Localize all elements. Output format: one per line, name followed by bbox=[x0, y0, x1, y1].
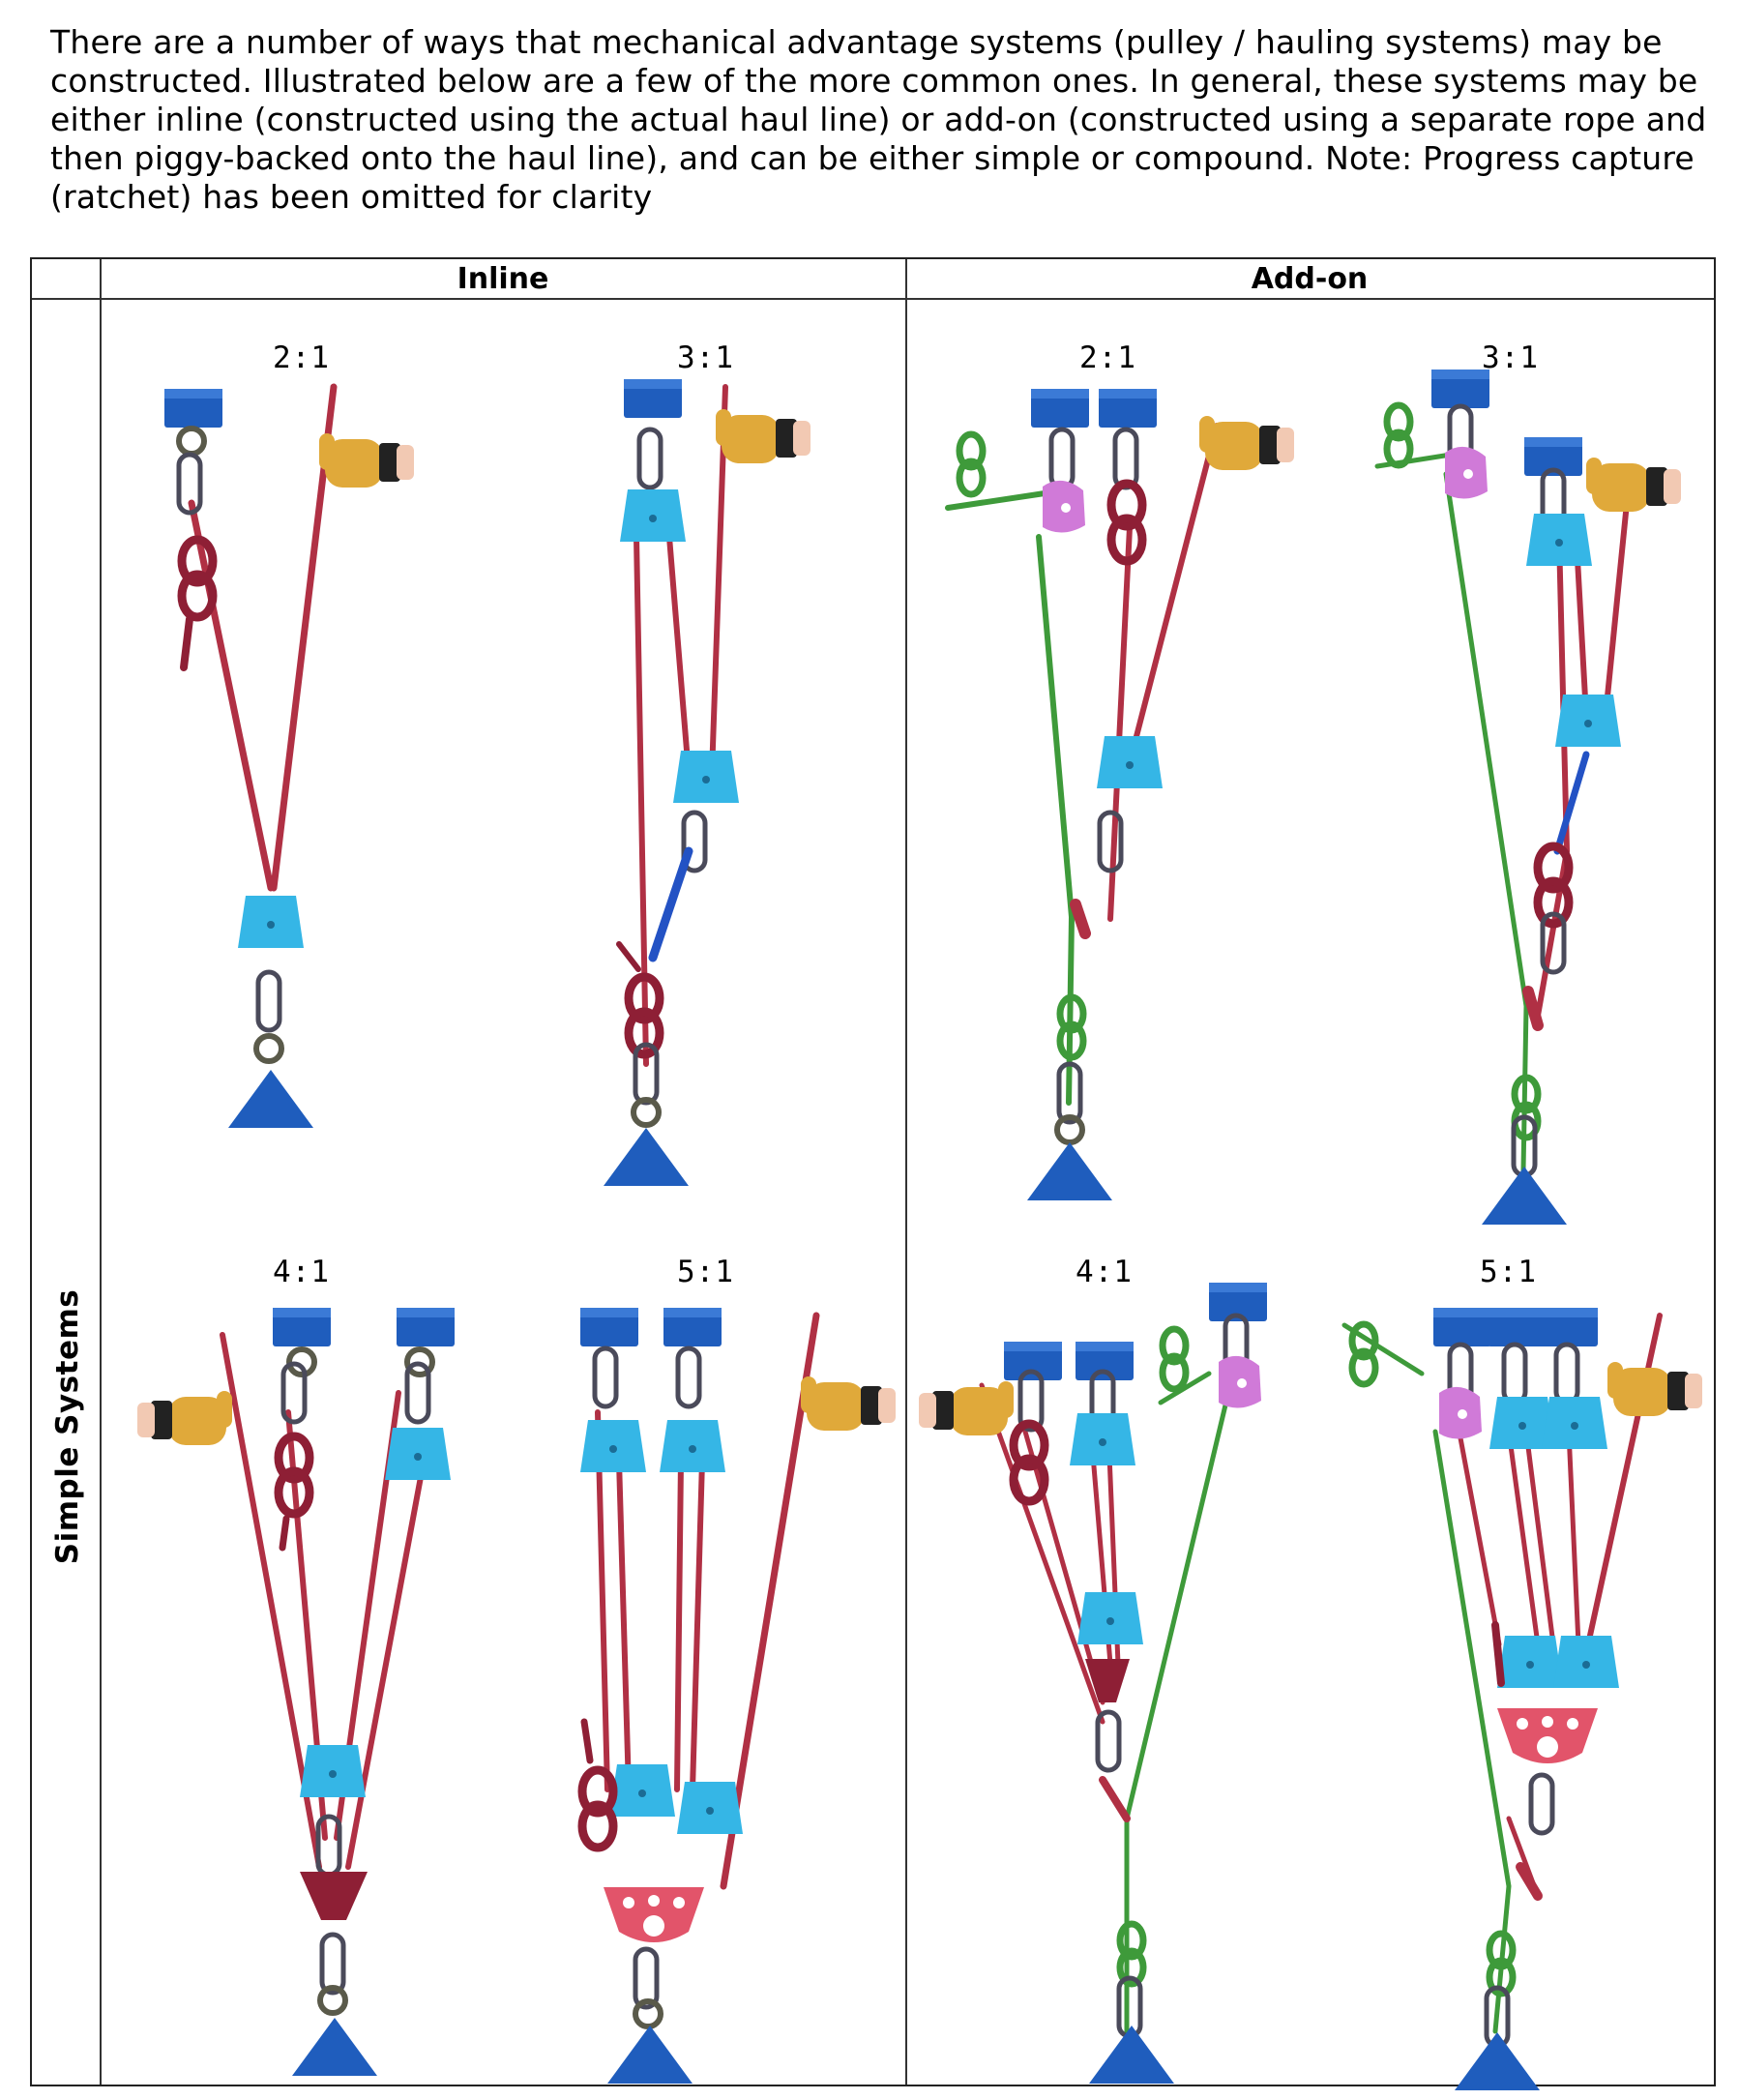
figure-addon-2-1 bbox=[945, 389, 1294, 1200]
ratio-label-inline-5-1: 5:1 bbox=[677, 1255, 734, 1289]
figure-inline-5-1 bbox=[580, 1308, 896, 2084]
ratio-label-addon-5-1: 5:1 bbox=[1480, 1255, 1537, 1289]
column-header-addon: Add-on bbox=[1251, 262, 1369, 296]
ratio-label-addon-3-1: 3:1 bbox=[1482, 340, 1539, 375]
figure-inline-2-1 bbox=[164, 383, 414, 1128]
illustration-table: Inline Add-on Simple Systems bbox=[30, 257, 1716, 2086]
table-divider bbox=[905, 259, 907, 2085]
figure-addon-5-1 bbox=[1341, 1308, 1702, 2090]
table-divider bbox=[32, 298, 1714, 300]
ratio-label-inline-2-1: 2:1 bbox=[273, 340, 330, 375]
figure-addon-3-1 bbox=[1374, 370, 1681, 1225]
figure-inline-3-1 bbox=[604, 379, 811, 1186]
ratio-label-inline-4-1: 4:1 bbox=[273, 1255, 330, 1289]
column-header-inline: Inline bbox=[457, 262, 549, 296]
ratio-label-addon-4-1: 4:1 bbox=[1076, 1255, 1133, 1289]
figure-addon-4-1 bbox=[919, 1283, 1267, 2084]
ratio-label-inline-3-1: 3:1 bbox=[677, 340, 734, 375]
table-divider bbox=[100, 259, 102, 2085]
figure-inline-4-1 bbox=[137, 1308, 455, 2076]
intro-paragraph: There are a number of ways that mechanic… bbox=[50, 23, 1707, 216]
ratio-label-addon-2-1: 2:1 bbox=[1079, 340, 1136, 375]
